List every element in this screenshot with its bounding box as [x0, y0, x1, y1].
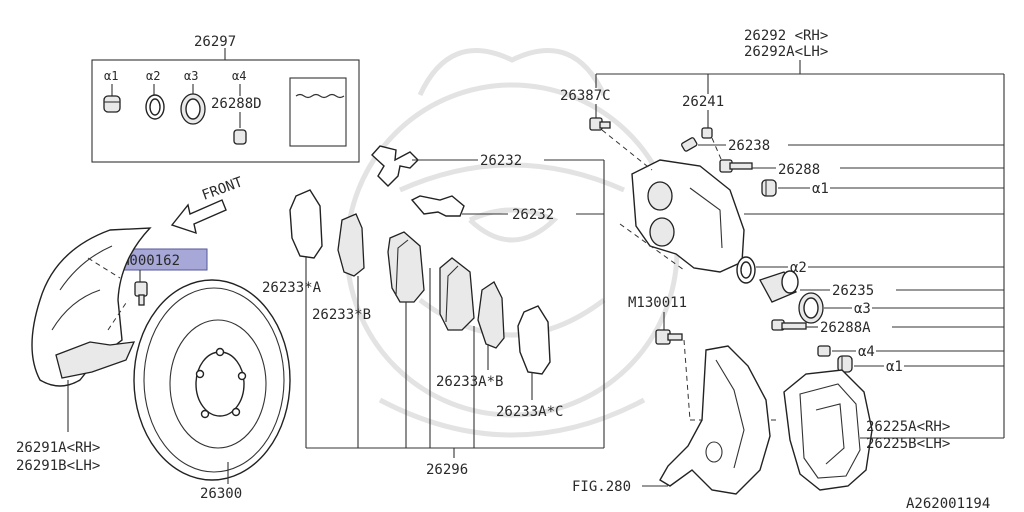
- grease-packet-icon: [289, 77, 347, 147]
- kit-a2-label: α2: [146, 69, 160, 83]
- shim-ac-label: 26233A*C: [496, 404, 563, 420]
- pin-icon: [233, 129, 247, 145]
- pin-26288-label: 26288: [778, 162, 820, 178]
- highlighted-part[interactable]: M000162: [116, 248, 208, 271]
- bleeder-cap-label: 26241: [682, 94, 724, 110]
- diagram-id-label: A262001194: [906, 496, 990, 512]
- dust-cover-label-lh: 26291B<LH>: [16, 458, 100, 474]
- shim-top-label: 26232: [480, 153, 522, 169]
- kit-a1-label: α1: [104, 69, 118, 83]
- boot-part-icon: [103, 95, 121, 113]
- outer-shim-ab: [477, 281, 505, 349]
- pin-26288d-label: 26288D: [211, 96, 262, 112]
- fig-ref-label: FIG.280: [572, 479, 631, 495]
- shim-b-label: 26233*B: [312, 307, 371, 323]
- kit-box-26297: 26297 α1 α2 α3 α4 26288D: [91, 34, 360, 163]
- shim-mid-label: 26232: [512, 207, 554, 223]
- front-label: FRONT: [200, 174, 246, 204]
- dust-cover-label-rh: 26291A<RH>: [16, 440, 100, 456]
- bleeder-cap-icon: [701, 127, 713, 139]
- shim-a-label: 26233*A: [262, 280, 322, 296]
- highlight-label: M000162: [121, 253, 180, 269]
- dust-cover-part: [31, 227, 152, 387]
- guide-pin-a-icon: [771, 319, 807, 331]
- r-a1b-label: α1: [886, 359, 903, 375]
- brake-pad-inner: [387, 231, 425, 303]
- support-bolt-icon: [655, 329, 683, 345]
- inner-shim-b: [337, 213, 365, 277]
- r-a1-label: α1: [812, 181, 829, 197]
- pad-shim-group: 26232 26232 26233*A 26233*B 26233A*B 262…: [262, 145, 605, 478]
- pin-26288a-label: 26288A: [820, 320, 871, 336]
- r-a3-label: α3: [854, 301, 871, 317]
- brake-pad-outer: [439, 257, 475, 331]
- support-label-rh: 26225A<RH>: [866, 419, 950, 435]
- r-a4-label: α4: [858, 344, 875, 360]
- pin-boot-icon: [761, 179, 777, 197]
- support-bolt-label: M130011: [628, 295, 687, 311]
- piston-label: 26235: [832, 283, 874, 299]
- piston-icon: [759, 270, 799, 303]
- brake-rotor-part: [133, 279, 291, 481]
- inner-shim-a: [289, 189, 323, 259]
- caliper-bolt-label: 26387C: [560, 88, 611, 104]
- kit-group-label: 26297: [194, 34, 236, 50]
- small-pin-icon: [817, 345, 831, 357]
- bleeder-label: 26238: [728, 138, 770, 154]
- shim-clip-mid: [410, 195, 465, 217]
- bleeder-screw-icon: [681, 137, 698, 152]
- caliper-bolt-icon: [589, 117, 611, 131]
- pad-group-label: 26296: [426, 462, 468, 478]
- dust-cover-bolt-icon: [134, 281, 148, 306]
- outer-shim-ac: [517, 305, 551, 375]
- caliper-label-lh: 26292A<LH>: [744, 44, 828, 60]
- caliper-group: 26292 <RH> 26292A<LH> 26387C 26241 26238: [560, 28, 1005, 495]
- front-arrow: FRONT: [170, 174, 246, 235]
- rotor-label: 26300: [200, 486, 242, 502]
- caliper-body: [631, 159, 745, 273]
- guide-pin-icon: [719, 159, 753, 173]
- shim-ab-label: 26233A*B: [436, 374, 503, 390]
- caliper-label-rh: 26292 <RH>: [744, 28, 828, 44]
- kit-a3-label: α3: [184, 69, 198, 83]
- support-label-lh: 26225B<LH>: [866, 436, 950, 452]
- steering-knuckle: [659, 345, 771, 495]
- shim-clip-top: [371, 145, 419, 187]
- kit-a4-label: α4: [232, 69, 246, 83]
